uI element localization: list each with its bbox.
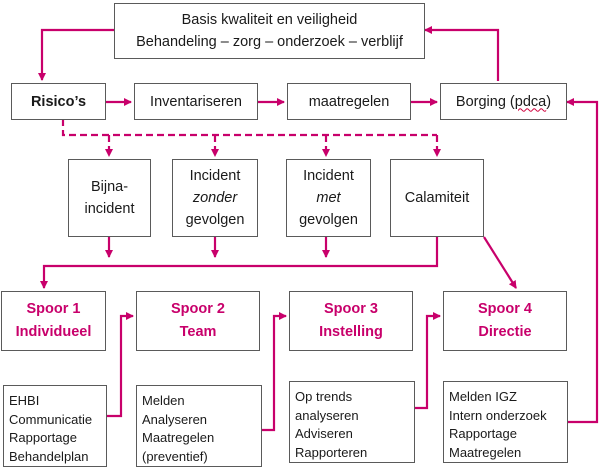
basis-kwaliteit-box: Basis kwaliteit en veiligheid Behandelin…: [114, 3, 425, 59]
risicos-box: Risico’s: [11, 83, 106, 120]
bijna-line-2: incident: [84, 201, 135, 217]
spoor-2-title: Spoor 2: [171, 301, 225, 317]
met-line-1: Incident: [303, 168, 354, 184]
calamiteit-box: Calamiteit: [390, 159, 484, 237]
actions-spoor-2-box: Melden Analyseren Maatregelen (preventie…: [136, 385, 262, 467]
arrow-actions2-to-spoor3: [262, 312, 287, 432]
bijna-line-1: Bijna-: [90, 179, 129, 195]
borging-label: Borging (pdca): [455, 93, 552, 110]
actions-2-item: Analyseren: [142, 411, 208, 427]
actions-1-item: Communicatie: [9, 411, 93, 427]
spoor-1-name: Individueel: [15, 324, 92, 340]
arrow-calamiteit-to-spoor4: [483, 236, 517, 289]
zonder-line-1: Incident: [189, 168, 241, 184]
met-line-2: met: [316, 190, 341, 206]
actions-2-item: Maatregelen: [142, 430, 215, 445]
collector-line-to-spoor1: [40, 237, 439, 289]
arrow-actions3-to-spoor4: [415, 312, 441, 410]
dashed-risk-branch: [61, 119, 437, 137]
arrow-top-to-risicos: [38, 28, 114, 81]
top-line-1: Basis kwaliteit en veiligheid: [181, 12, 358, 28]
spoor-1-title: Spoor 1: [26, 301, 81, 317]
actions-1-item: Rapportage: [9, 430, 77, 445]
actions-1-item: Behandelplan: [9, 448, 89, 464]
risicos-label: Risico’s: [30, 93, 87, 110]
spoor-2-name: Team: [179, 324, 217, 340]
zonder-line-2: zonder: [192, 190, 238, 206]
actions-4-item: Rapportage: [449, 426, 517, 441]
spoor-2-box: Spoor 2 Team: [136, 291, 260, 351]
borging-box: Borging (pdca): [440, 83, 567, 120]
incident-zonder-gevolgen-box: Incident zonder gevolgen: [172, 159, 258, 237]
actions-4-item: Maatregelen: [449, 444, 522, 460]
spoor-3-name: Instelling: [319, 324, 383, 340]
incident-met-gevolgen-box: Incident met gevolgen: [286, 159, 371, 237]
spoor-4-box: Spoor 4 Directie: [443, 291, 567, 351]
inventariseren-label: Inventariseren: [150, 93, 242, 110]
actions-4-item: Melden IGZ: [449, 389, 517, 404]
actions-spoor-3-box: Op trends analyseren Adviseren Rapporter…: [289, 381, 415, 463]
top-line-2: Behandeling – zorg – onderzoek – verblij…: [136, 34, 403, 50]
spoor-4-title: Spoor 4: [478, 301, 532, 317]
met-line-3: gevolgen: [299, 212, 358, 228]
spoor-3-box: Spoor 3 Instelling: [289, 291, 413, 351]
arrow-actions4-to-borging: [566, 98, 599, 424]
actions-3-item: analyseren: [295, 407, 359, 423]
actions-1-item: EHBI: [9, 393, 40, 408]
actions-2-item: (preventief): [142, 448, 208, 464]
arrow-borging-to-top: [424, 26, 500, 81]
arrow-actions1-to-spoor2: [107, 312, 134, 418]
maatregelen-box: maatregelen: [287, 83, 411, 120]
actions-spoor-4-box: Melden IGZ Intern onderzoek Rapportage M…: [443, 381, 568, 463]
spoor-1-box: Spoor 1 Individueel: [1, 291, 106, 351]
inventariseren-box: Inventariseren: [134, 83, 258, 120]
actions-2-item: Melden: [142, 393, 185, 408]
calamiteit-label: Calamiteit: [404, 190, 470, 206]
actions-3-item: Rapporteren: [295, 444, 368, 460]
actions-3-item: Op trends: [295, 389, 353, 404]
actions-3-item: Adviseren: [295, 426, 353, 441]
spoor-3-title: Spoor 3: [324, 301, 378, 317]
borging-pdca: pdca: [514, 93, 547, 110]
actions-4-item: Intern onderzoek: [449, 407, 547, 423]
zonder-line-3: gevolgen: [185, 212, 245, 228]
bijna-incident-box: Bijna- incident: [68, 159, 151, 237]
actions-spoor-1-box: EHBI Communicatie Rapportage Behandelpla…: [3, 385, 107, 467]
spoor-4-name: Directie: [478, 324, 532, 340]
maatregelen-label: maatregelen: [308, 93, 390, 110]
